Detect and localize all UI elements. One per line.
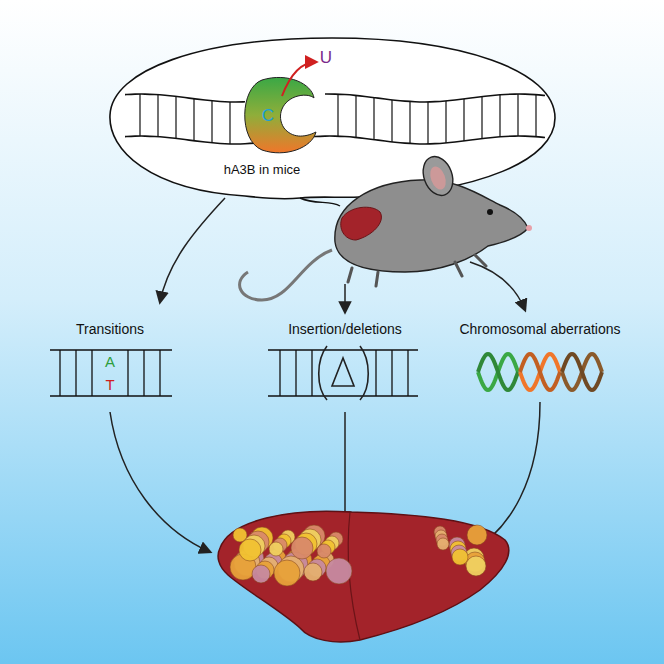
base-letter: A (105, 354, 115, 371)
uracil-letter: U (320, 49, 332, 68)
tumor-nodule (269, 542, 283, 556)
dna-strand (325, 94, 545, 102)
bracket (319, 346, 327, 400)
base-pair (211, 101, 212, 143)
delta-symbol (332, 358, 354, 386)
tumor-nodule (467, 525, 487, 545)
tumor-nodule (291, 537, 313, 559)
base-pair (127, 350, 128, 396)
tumor-nodule (239, 539, 261, 561)
chromosome-strand (520, 354, 560, 390)
base-pair (229, 102, 230, 144)
liver (218, 511, 509, 642)
tumor-nodule (252, 565, 270, 583)
arrow (160, 198, 225, 302)
category-label: Transitions (76, 322, 144, 337)
base-pair (391, 100, 392, 142)
arrow (344, 412, 346, 522)
base-pair (407, 350, 408, 396)
base-pair (375, 350, 376, 396)
base-pair (517, 94, 518, 136)
category-label: Insertion/deletions (288, 322, 402, 337)
base-pair (427, 102, 428, 144)
bubble-tail (300, 198, 340, 206)
deamination-arrow (282, 62, 316, 96)
base-pair (409, 102, 410, 144)
chromosome-strand (520, 354, 560, 390)
tumor-nodule (274, 560, 300, 586)
base-pair (445, 101, 446, 143)
dna-strand (50, 395, 172, 397)
base-pair (175, 96, 176, 138)
base-pair (463, 99, 464, 141)
tumor-nodule (304, 563, 322, 581)
dna-in-bubble (125, 94, 545, 144)
base-pair (75, 350, 76, 396)
transition-dna (50, 350, 172, 396)
base-pair (59, 350, 60, 396)
base-pair (279, 350, 280, 396)
arrow (110, 412, 210, 552)
dna-strand (50, 349, 172, 351)
base-pair (159, 350, 160, 396)
base-pair (535, 95, 536, 137)
base-pair (143, 350, 144, 396)
indel-dna (268, 350, 418, 396)
base-letter: T (105, 377, 114, 394)
tumor-nodule (466, 556, 486, 576)
base-pair (139, 94, 140, 136)
base-pair (373, 98, 374, 140)
dna-strand (268, 349, 418, 351)
tumor-nodule (326, 558, 352, 584)
tumor-nodule (452, 549, 468, 565)
mouse-liver (341, 207, 382, 240)
base-pair (311, 350, 312, 396)
dna-strand (268, 395, 418, 397)
tumor-nodule (317, 544, 331, 558)
base-pair (295, 350, 296, 396)
base-pair (391, 350, 392, 396)
arrow (344, 284, 346, 312)
bracket (360, 346, 368, 400)
chromosome-strand (562, 354, 602, 390)
cytosine-letter: C (262, 107, 274, 126)
chromosome-strand (562, 354, 602, 390)
base-pair (355, 95, 356, 137)
base-pair (157, 95, 158, 137)
arrow (470, 262, 525, 310)
chromosome-strand (478, 354, 518, 390)
base-pair (499, 95, 500, 137)
base-pair (337, 94, 338, 136)
liver-tumors (230, 525, 487, 586)
base-pair (193, 99, 194, 141)
base-pair (481, 97, 482, 139)
mouse-tail (240, 250, 332, 300)
base-pair (91, 350, 92, 396)
tumor-nodule (437, 538, 449, 550)
category-label: Chromosomal aberrations (459, 322, 620, 337)
chromosome-strand (478, 354, 518, 390)
chromosome-helix (478, 354, 602, 390)
enzyme-hA3B (245, 77, 316, 152)
callout-bubble (110, 38, 555, 199)
dna-strand (125, 94, 245, 102)
enzyme-label: hA3B in mice (224, 163, 301, 177)
